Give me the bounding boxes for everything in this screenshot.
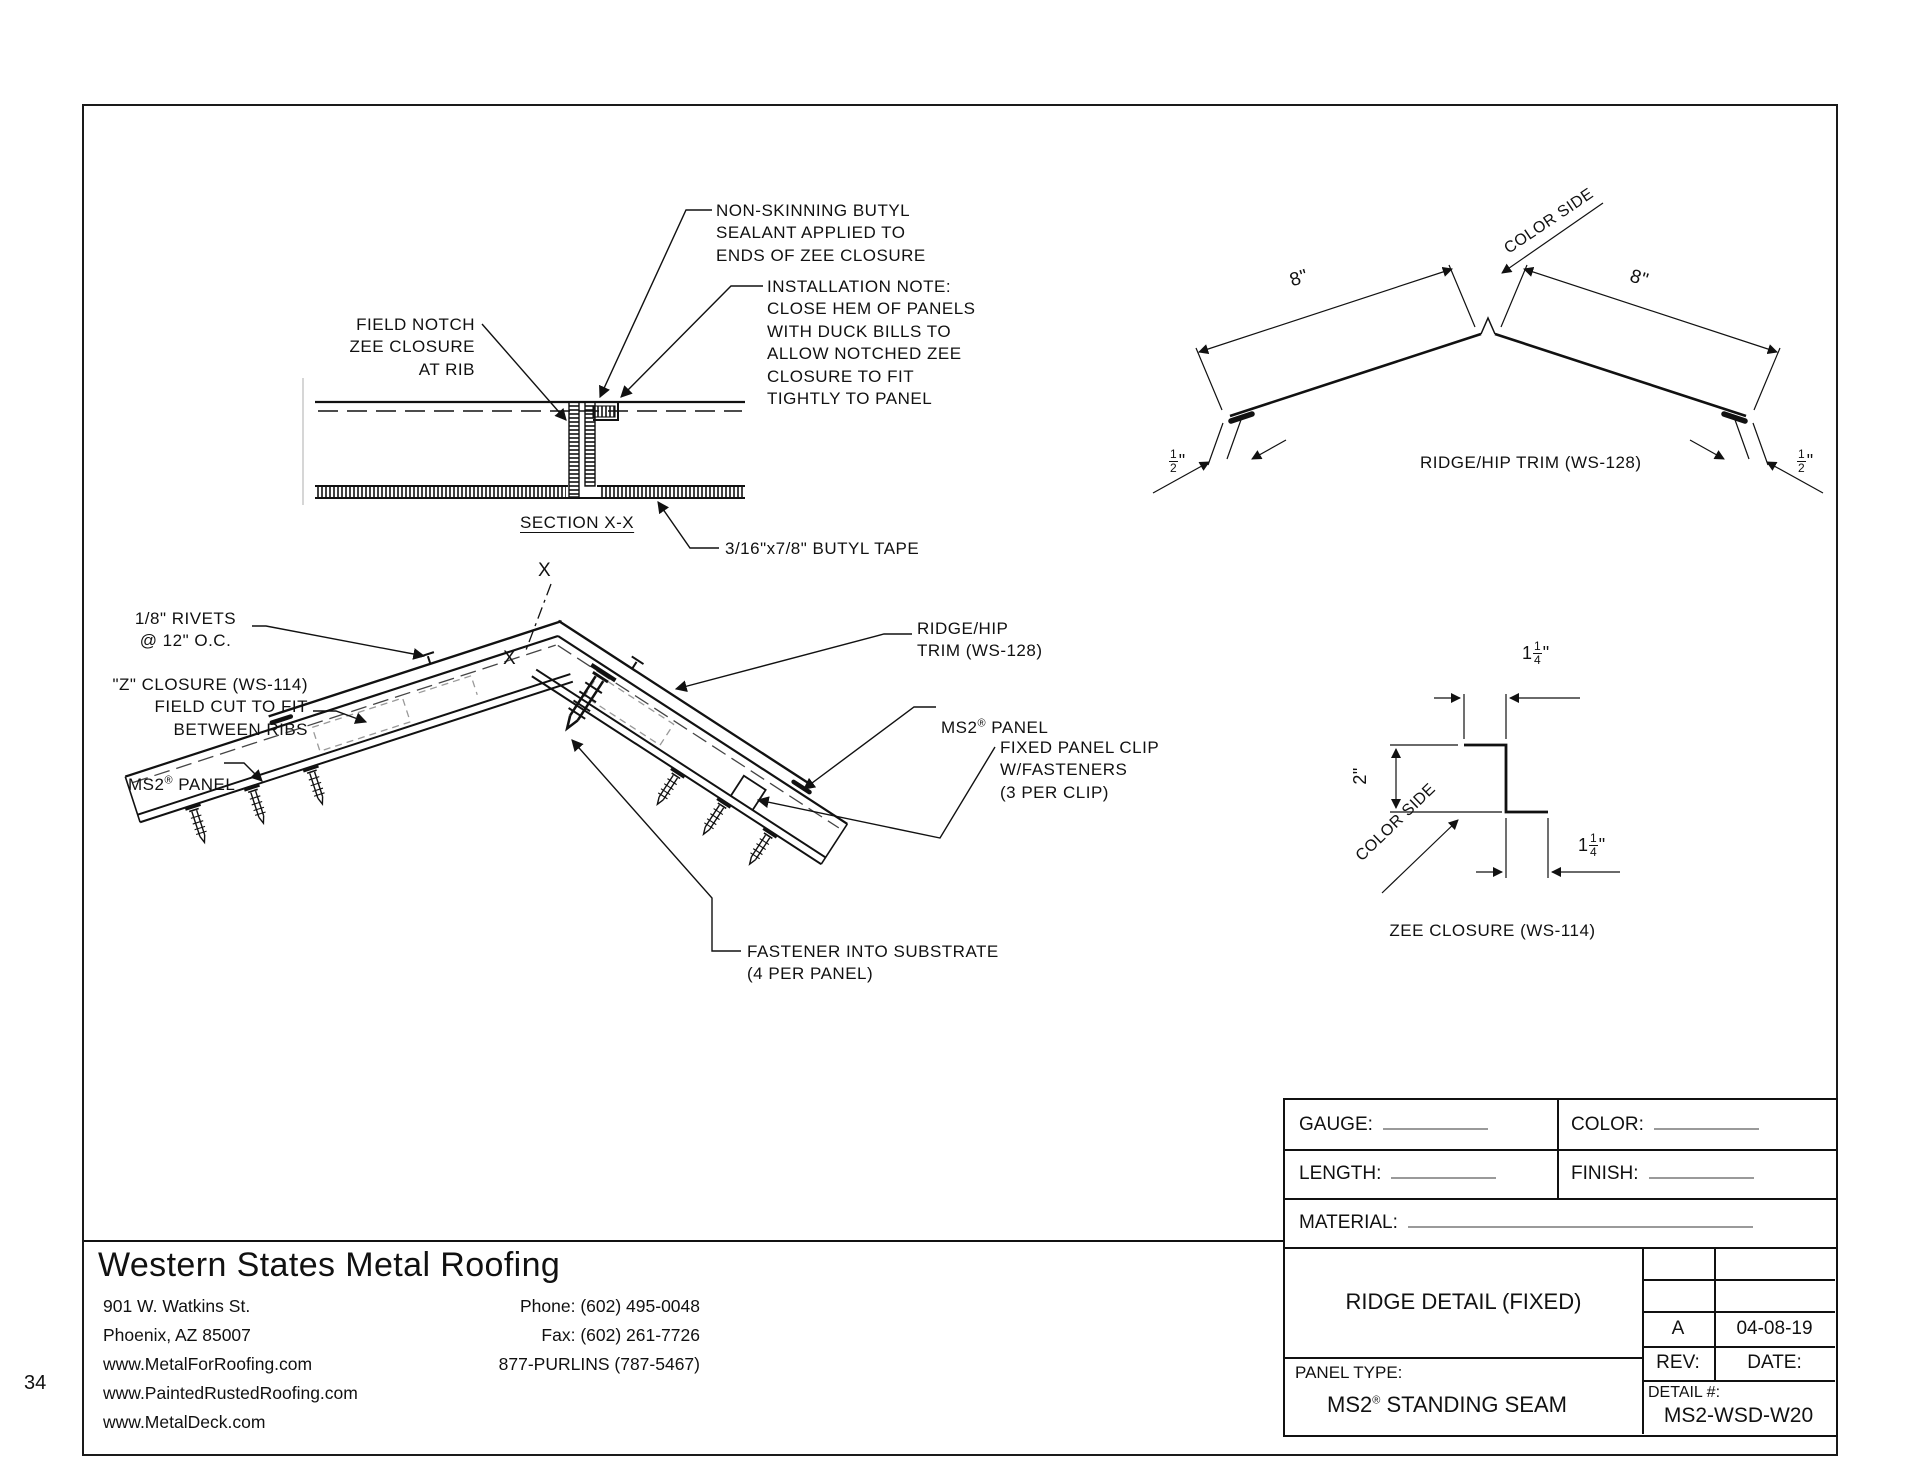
length-field: LENGTH: — [1299, 1162, 1497, 1185]
company-name: Western States Metal Roofing — [98, 1246, 561, 1284]
company-website-2: www.PaintedRustedRoofing.com — [103, 1383, 358, 1403]
callout-sealant: NON-SKINNING BUTYL SEALANT APPLIED TO EN… — [716, 201, 926, 265]
section-title: SECTION X-X — [520, 513, 635, 532]
sheet-border — [82, 104, 1838, 1456]
gauge-blank — [1382, 1113, 1488, 1130]
dim-zee-web: 2" — [1349, 767, 1370, 785]
page-number: 34 — [24, 1372, 47, 1394]
date-value: 04-08-19 — [1736, 1317, 1813, 1339]
material-blank — [1407, 1211, 1753, 1228]
rev-label: REV: — [1656, 1352, 1700, 1373]
company-fax: Fax: (602) 261-7726 — [541, 1325, 700, 1345]
company-website-1: www.MetalForRoofing.com — [103, 1354, 313, 1374]
panel-label-right: MS2® PANEL — [941, 717, 1049, 738]
callout-field-notch: FIELD NOTCH ZEE CLOSURE AT RIB — [349, 315, 475, 379]
trim-profile-label: RIDGE/HIP TRIM (WS-128) — [1420, 453, 1642, 472]
callout-rivets: 1/8" RIVETS @ 12" O.C. — [134, 609, 237, 651]
company-purlins: 877-PURLINS (787-5467) — [498, 1354, 700, 1374]
material-field: MATERIAL: — [1299, 1211, 1753, 1234]
finish-blank — [1648, 1162, 1754, 1179]
drawing-title: RIDGE DETAIL (FIXED) — [1345, 1289, 1582, 1314]
detail-number-value: MS2-WSD-W20 — [1663, 1404, 1814, 1427]
finish-field: FINISH: — [1571, 1162, 1754, 1185]
company-divider — [84, 1240, 1283, 1242]
callout-butyl-tape: 3/16"x7/8" BUTYL TAPE — [725, 539, 920, 558]
callout-ridge-trim: RIDGE/HIP TRIM (WS-128) — [917, 619, 1043, 661]
company-website-3: www.MetalDeck.com — [103, 1412, 266, 1432]
callout-panel-clip: FIXED PANEL CLIP W/FASTENERS (3 PER CLIP… — [1000, 738, 1160, 802]
company-phone: Phone: (602) 495-0048 — [520, 1296, 700, 1316]
cut-mark-top: X — [538, 560, 552, 581]
callout-installation-note: INSTALLATION NOTE: CLOSE HEM OF PANELS W… — [767, 277, 976, 409]
cut-mark-bottom: X — [503, 648, 517, 669]
callout-fastener: FASTENER INTO SUBSTRATE (4 PER PANEL) — [747, 942, 999, 984]
panel-label-left: MS2® PANEL — [128, 774, 236, 795]
panel-type-value: MS2® STANDING SEAM — [1327, 1392, 1567, 1417]
company-address1: 901 W. Watkins St. — [103, 1296, 251, 1316]
title-block: GAUGE: COLOR: LENGTH: FINISH: MATERIAL: … — [1283, 1098, 1838, 1437]
color-blank — [1653, 1113, 1759, 1130]
company-address2: Phoenix, AZ 85007 — [103, 1325, 251, 1345]
zee-profile-label: ZEE CLOSURE (WS-114) — [1389, 921, 1596, 940]
date-label: DATE: — [1747, 1352, 1802, 1373]
color-field: COLOR: — [1571, 1113, 1759, 1136]
panel-type-label: PANEL TYPE: — [1295, 1363, 1403, 1382]
rev-value: A — [1671, 1317, 1685, 1339]
detail-number-label: DETAIL #: — [1648, 1384, 1721, 1401]
callout-z-closure: "Z" CLOSURE (WS-114) FIELD CUT TO FIT BE… — [112, 675, 308, 739]
length-blank — [1391, 1162, 1497, 1179]
gauge-field: GAUGE: — [1299, 1113, 1488, 1136]
